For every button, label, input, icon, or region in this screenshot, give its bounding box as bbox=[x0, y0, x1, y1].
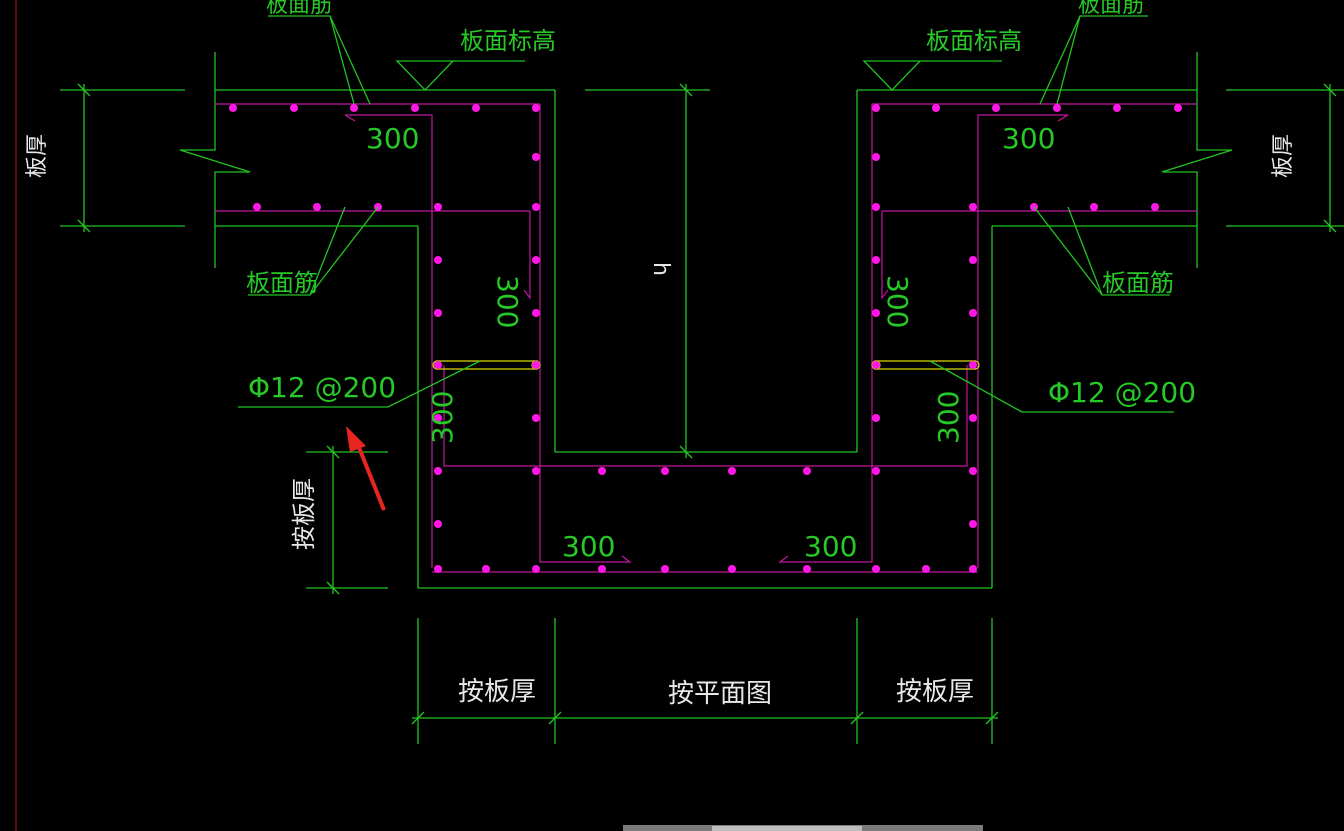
stirrup-hooks bbox=[432, 360, 980, 370]
label-300-top-right: 300 bbox=[1002, 122, 1055, 155]
label-slab-thickness-left: 板厚 bbox=[25, 134, 50, 178]
dimensions bbox=[60, 83, 1344, 744]
label-elevation-right: 板面标高 bbox=[926, 27, 1022, 55]
label-per-slab-thickness-vertical: 按板厚 bbox=[290, 478, 318, 550]
label-rebar-spec-right: Φ12 @200 bbox=[1048, 376, 1196, 409]
label-300-wall-left: 300 bbox=[491, 275, 524, 328]
label-300-wall-right: 300 bbox=[881, 275, 914, 328]
labels: 板面筋 板面标高 板面筋 Φ12 @200 300 300 300 300 30… bbox=[25, 0, 1296, 709]
label-slab-rebar-lower-left: 板面筋 bbox=[246, 269, 318, 297]
label-per-slab-thickness-left: 按板厚 bbox=[458, 677, 536, 707]
label-300-bottom-right: 300 bbox=[804, 530, 857, 563]
label-slab-rebar-lower-right: 板面筋 bbox=[1102, 269, 1174, 297]
rebar-dots bbox=[229, 104, 1182, 573]
label-elevation-left: 板面标高 bbox=[460, 27, 556, 55]
label-per-plan: 按平面图 bbox=[668, 679, 772, 709]
scrollbar-thumb[interactable] bbox=[712, 826, 862, 831]
label-300-top-left: 300 bbox=[366, 122, 419, 155]
rebar-lines bbox=[215, 103, 1197, 573]
label-300-lower-right: 300 bbox=[932, 391, 965, 444]
label-slab-rebar-top-right: 板面筋 bbox=[1078, 0, 1144, 18]
label-slab-rebar-top-left: 板面筋 bbox=[266, 0, 332, 18]
viewport-left-edge bbox=[15, 0, 17, 831]
label-per-slab-thickness-right: 按板厚 bbox=[896, 677, 974, 707]
concrete-outline bbox=[179, 52, 1233, 589]
label-rebar-spec-left: Φ12 @200 bbox=[248, 371, 396, 404]
label-300-bottom-left: 300 bbox=[562, 530, 615, 563]
leaders bbox=[238, 15, 1174, 413]
label-h: h bbox=[648, 262, 673, 276]
label-slab-thickness-right: 板厚 bbox=[1271, 134, 1296, 178]
red-arrow-icon bbox=[346, 426, 386, 511]
label-300-lower-left: 300 bbox=[426, 391, 459, 444]
